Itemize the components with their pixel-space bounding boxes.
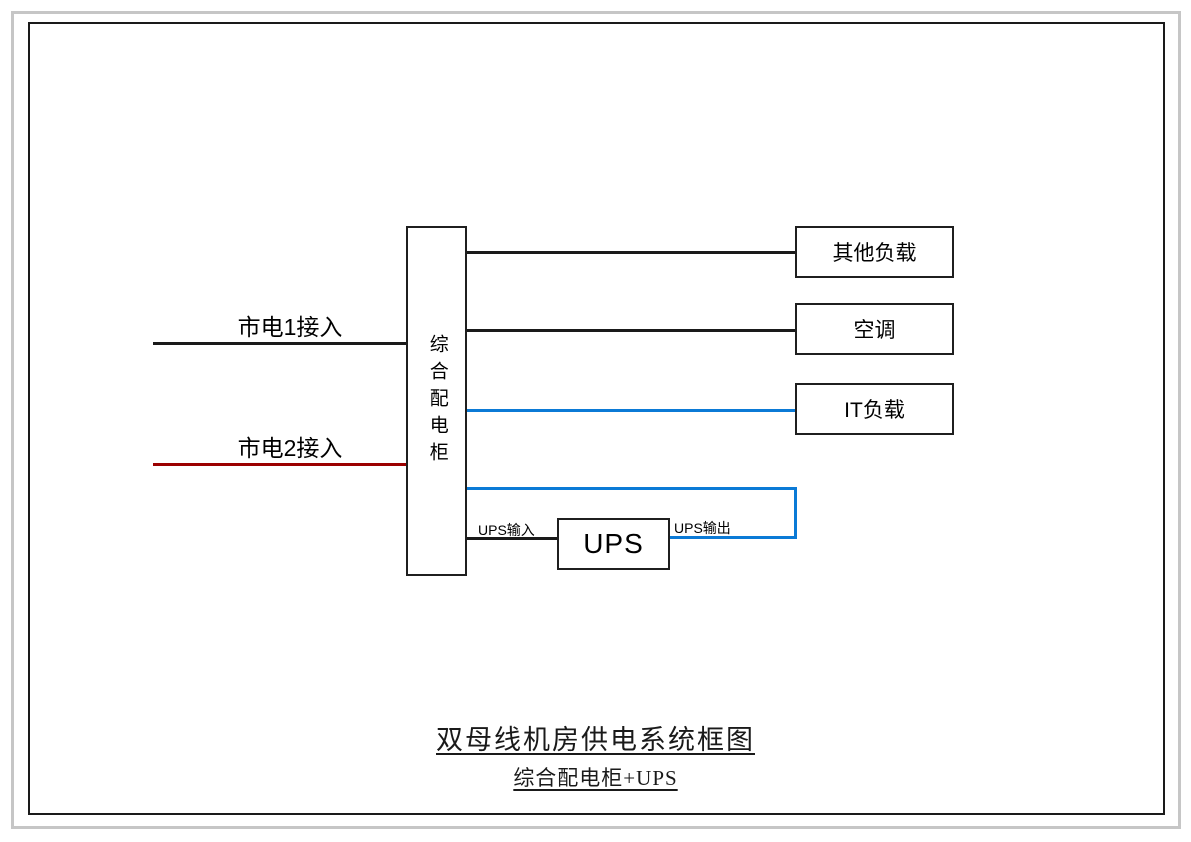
ups-input-label: UPS输入 <box>478 522 535 538</box>
load-it-label: IT负载 <box>844 399 905 422</box>
load-box-it[interactable]: IT负载 <box>795 383 954 435</box>
distribution-cabinet-label: 综合配电柜 <box>426 333 448 469</box>
load-other-label: 其他负载 <box>832 242 917 265</box>
mains2-label: 市电2接入 <box>237 435 343 461</box>
caption-title: 双母线机房供电系统框图 <box>0 718 1191 757</box>
page-frame-outer <box>11 11 1181 829</box>
load-hvac-label: 空调 <box>853 319 896 342</box>
caption-title-text: 双母线机房供电系统框图 <box>436 725 755 755</box>
distribution-cabinet-box[interactable]: 综合配电柜 <box>406 226 467 576</box>
load-box-hvac[interactable]: 空调 <box>795 303 954 355</box>
ups-label: UPS <box>583 528 644 559</box>
load-box-other[interactable]: 其他负载 <box>795 226 954 278</box>
ups-box[interactable]: UPS <box>557 518 670 570</box>
mains1-label: 市电1接入 <box>237 314 343 340</box>
wire-ups-output-path <box>467 487 797 539</box>
caption-subtitle: 综合配电柜+UPS <box>0 762 1191 792</box>
page-frame-inner <box>28 22 1165 815</box>
ups-output-label: UPS输出 <box>674 520 731 536</box>
caption-subtitle-text: 综合配电柜+UPS <box>513 766 678 790</box>
